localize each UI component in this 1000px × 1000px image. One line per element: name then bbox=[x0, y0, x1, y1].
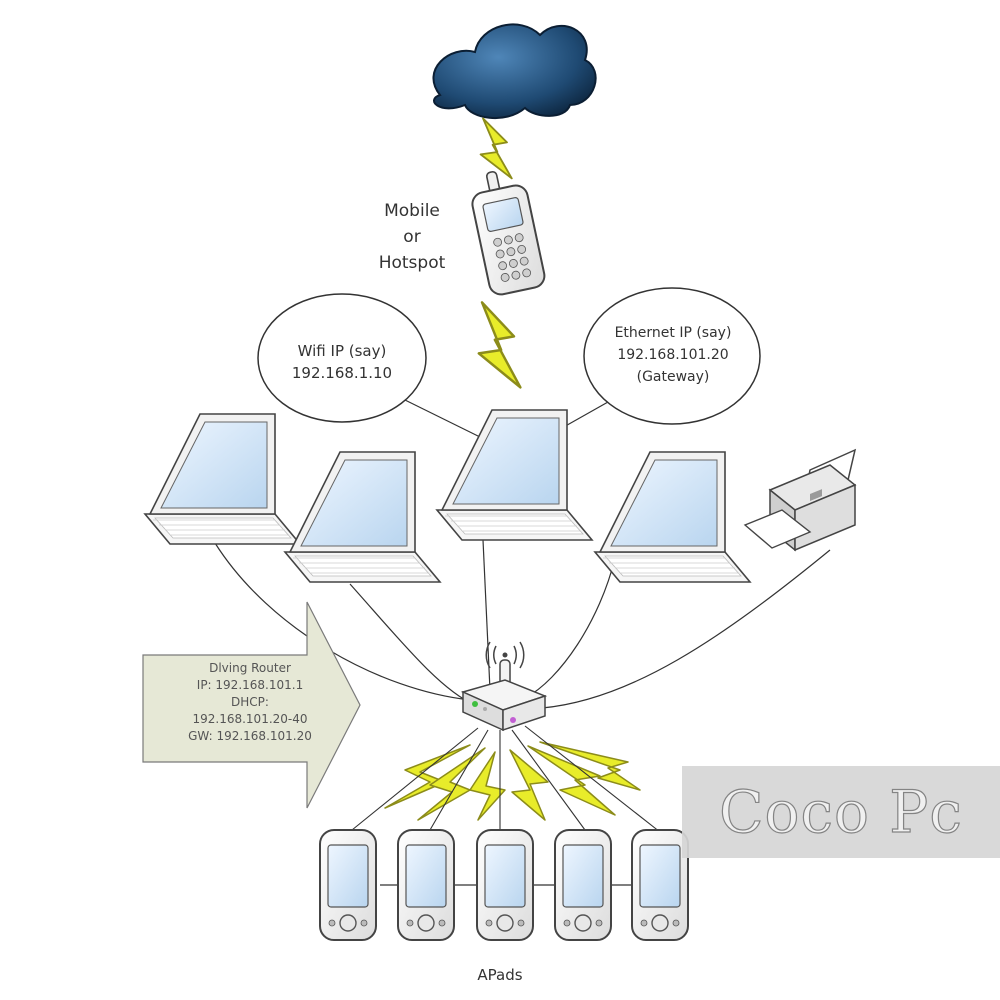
apad-links bbox=[351, 725, 661, 833]
ethernet-bubble-line: (Gateway) bbox=[636, 369, 710, 385]
laptop-icon bbox=[284, 451, 441, 583]
ethernet-bubble-text: Ethernet IP (say) 192.168.101.20 (Gatewa… bbox=[590, 322, 756, 388]
laptop-icon bbox=[594, 451, 751, 583]
router-icon bbox=[460, 641, 548, 732]
apad-icon bbox=[397, 829, 455, 941]
router-note-line: GW: 192.168.101.20 bbox=[188, 729, 312, 743]
cloud-icon bbox=[432, 23, 597, 120]
laptop-icon bbox=[144, 413, 301, 545]
link-printer bbox=[541, 549, 831, 709]
router-note-arrow bbox=[142, 601, 361, 809]
apad-icon bbox=[319, 829, 377, 941]
wifi-bubble-text: Wifi IP (say) 192.168.1.10 bbox=[262, 340, 422, 384]
apads-label: APads bbox=[477, 966, 523, 984]
ethernet-bubble bbox=[545, 287, 761, 438]
mobile-label-line: Mobile bbox=[384, 201, 440, 221]
router-note-line: IP: 192.168.101.1 bbox=[196, 678, 304, 692]
link-laptop-4 bbox=[524, 557, 616, 699]
mobile-label-line: or bbox=[403, 227, 421, 247]
apad-icon bbox=[554, 829, 612, 941]
printer-icon bbox=[743, 448, 857, 552]
link-laptop-2 bbox=[349, 583, 476, 706]
phone-icon bbox=[471, 171, 546, 296]
router-note: Dlving Router IP: 192.168.101.1 DHCP: 19… bbox=[150, 660, 350, 745]
mobile-label: Mobile or Hotspot bbox=[352, 198, 472, 276]
apad-icon bbox=[476, 829, 534, 941]
laptop-icon bbox=[436, 409, 593, 541]
watermark: Coco Pc bbox=[682, 766, 1000, 858]
router-note-line: 192.168.101.20-40 bbox=[192, 712, 308, 726]
ethernet-bubble-line: 192.168.101.20 bbox=[617, 347, 729, 363]
wifi-bubble-line: Wifi IP (say) bbox=[297, 342, 387, 360]
apad-icon bbox=[631, 829, 689, 941]
wifi-bubble-line: 192.168.1.10 bbox=[291, 364, 393, 382]
wifi-bubble bbox=[257, 293, 481, 438]
ethernet-bubble-line: Ethernet IP (say) bbox=[614, 325, 732, 341]
lightning-icon bbox=[384, 741, 641, 821]
watermark-text: Coco Pc bbox=[719, 777, 963, 846]
lightning-icon bbox=[477, 301, 522, 389]
router-note-line: DHCP: bbox=[231, 695, 269, 709]
router-note-line: Dlving Router bbox=[209, 661, 291, 675]
lightning-icon bbox=[479, 117, 513, 180]
mobile-label-line: Hotspot bbox=[378, 253, 446, 273]
